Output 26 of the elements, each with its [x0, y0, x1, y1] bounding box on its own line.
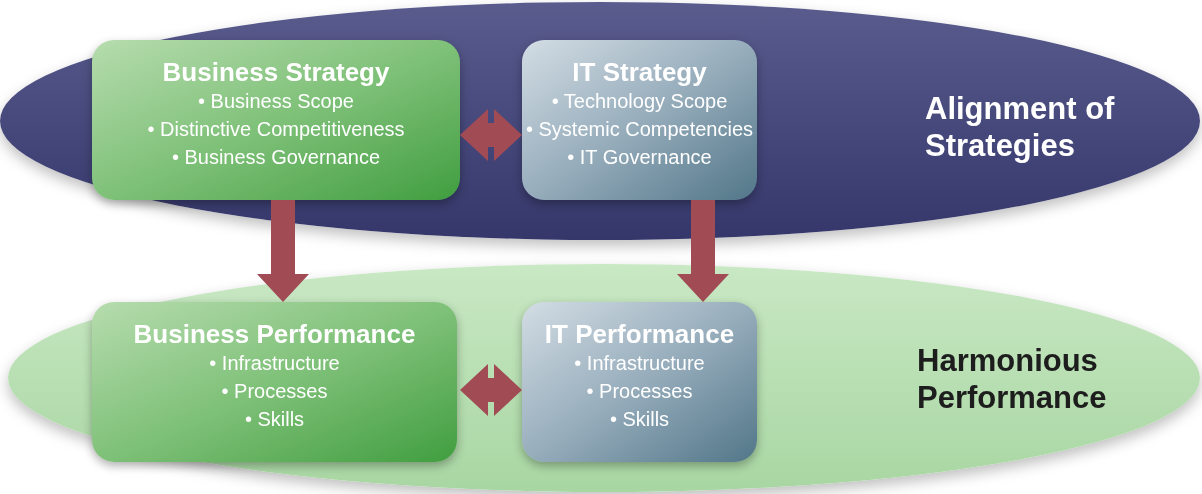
strategy-box	[522, 302, 757, 462]
bullet-item: • Processes	[586, 378, 693, 404]
bullet-item: • Technology Scope	[551, 88, 728, 114]
strategy-box	[92, 40, 460, 200]
band-label: Alignment of Strategies	[925, 90, 1116, 165]
block-arrow	[460, 109, 522, 161]
bullet-item: • Infrastructure	[574, 350, 705, 376]
band-label: Harmonious Performance	[917, 342, 1108, 417]
strategy-box	[92, 302, 457, 462]
bullet-item: • Business Scope	[198, 88, 354, 114]
bullet-item: • Skills	[609, 406, 670, 432]
box-heading: Business Strategy	[162, 58, 390, 87]
bullet-item: • Business Governance	[171, 144, 381, 170]
box-heading: IT Performance	[544, 320, 735, 349]
box-heading: Business Performance	[133, 320, 416, 349]
bullet-item: • IT Governance	[567, 144, 712, 170]
box-heading: IT Strategy	[572, 58, 707, 87]
block-arrow	[460, 364, 522, 416]
block-arrow	[677, 200, 729, 302]
block-arrow	[257, 200, 309, 302]
strategy-box	[522, 40, 757, 200]
bullet-item: • Infrastructure	[209, 350, 340, 376]
bullet-item: • Skills	[244, 406, 305, 432]
bullet-item: • Processes	[221, 378, 328, 404]
bullet-item: • Distinctive Competitiveness	[147, 116, 405, 142]
bullet-item: • Systemic Competencies	[525, 116, 754, 142]
